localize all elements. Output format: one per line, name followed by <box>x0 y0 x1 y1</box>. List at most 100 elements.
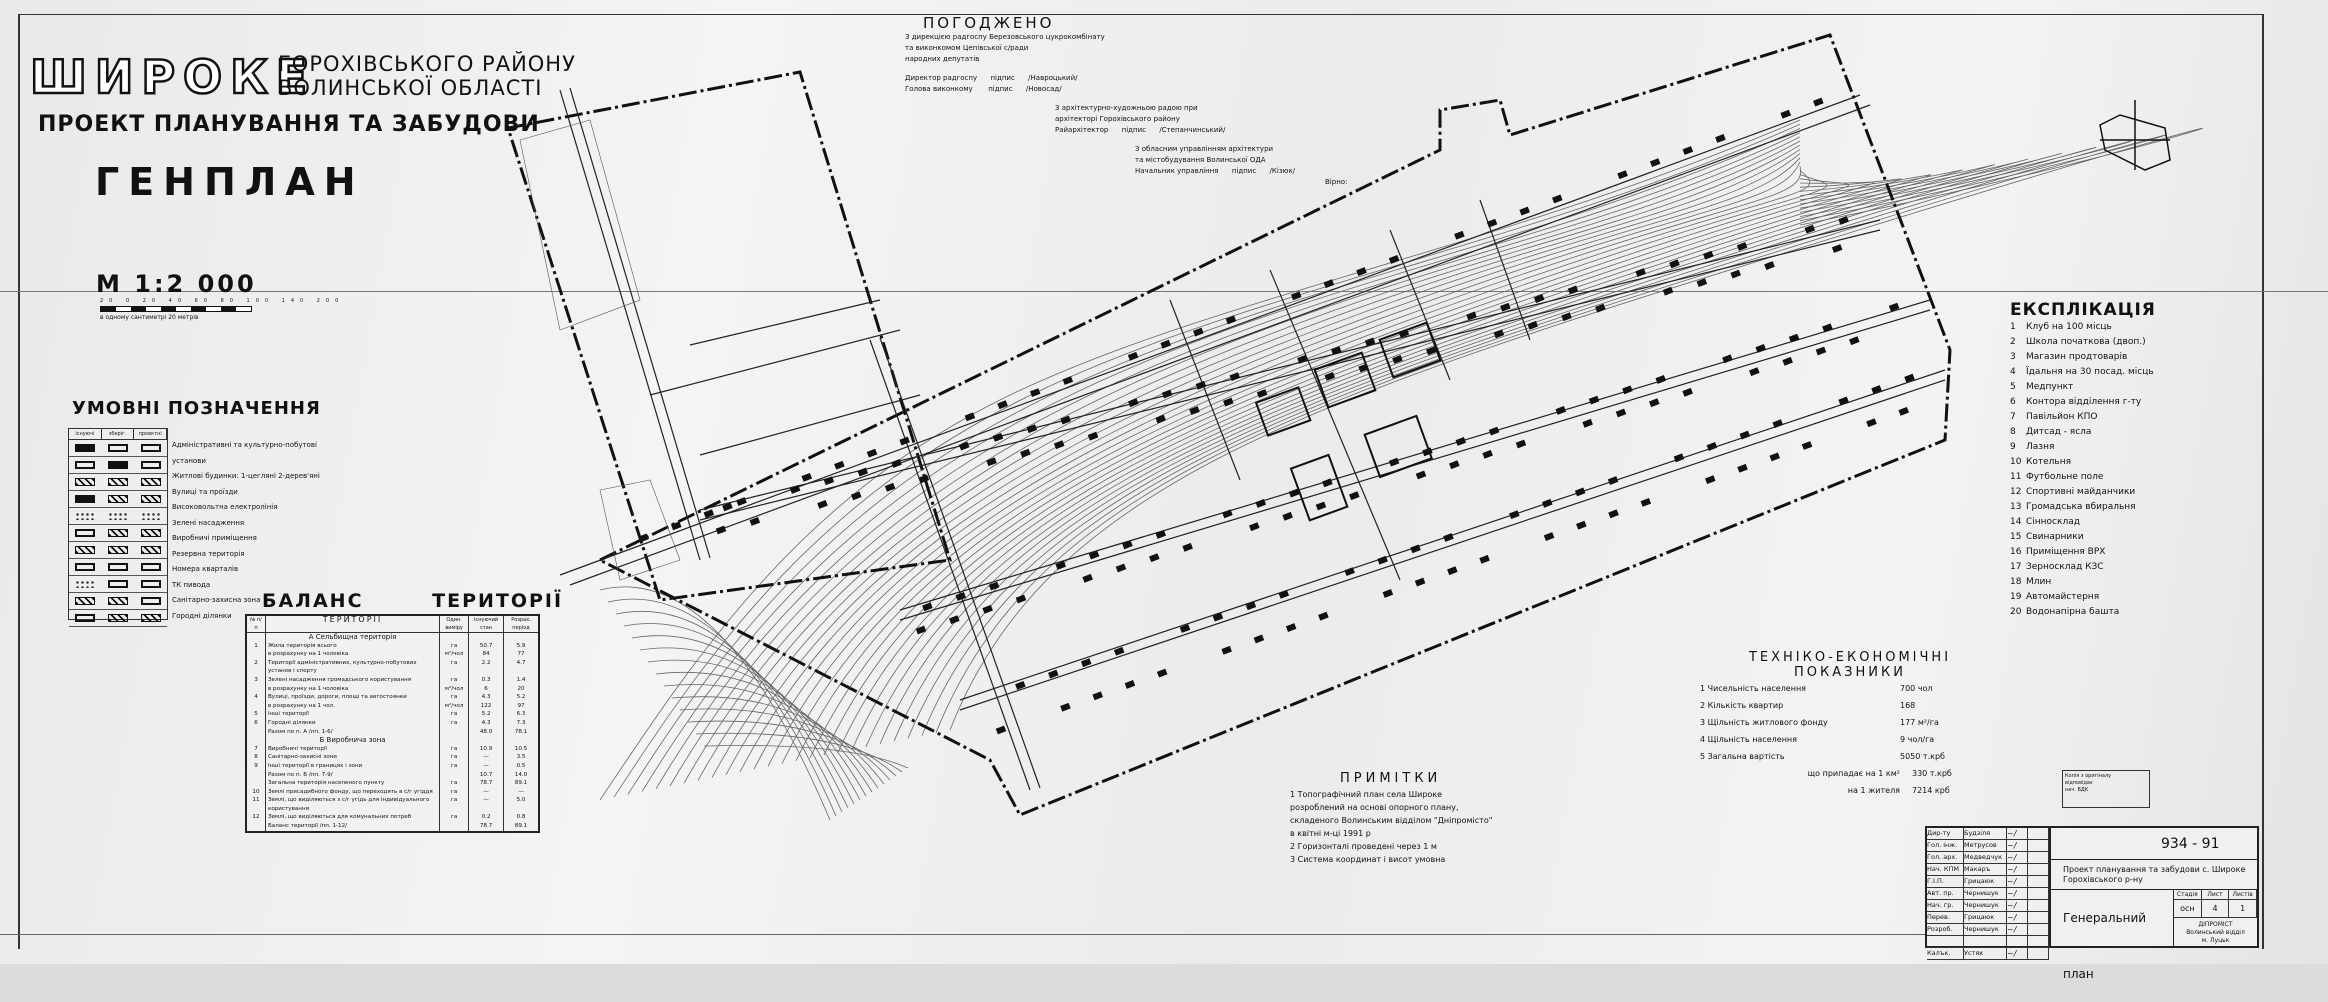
existing-value: 50.7 <box>468 641 505 651</box>
house <box>891 458 902 468</box>
approval-line: З архітектурно-художньою радою при <box>1055 104 1198 112</box>
district-line: ГОРОХІВСЬКОГО РАЙОНУ <box>278 52 576 76</box>
item-number: 19 <box>2010 592 2022 602</box>
house <box>1705 475 1716 485</box>
contour-line <box>613 123 1801 798</box>
hatched-area <box>519 119 681 581</box>
house <box>1060 702 1071 712</box>
notes-title: ПРИМІТКИ <box>1340 771 1442 786</box>
legend-symbol-icon <box>140 495 161 503</box>
unit <box>439 727 470 737</box>
item-number: 8 <box>2010 427 2016 437</box>
house <box>722 502 733 512</box>
projected-value: 6.3 <box>503 710 540 719</box>
col-projected: Розрах. період <box>503 615 540 633</box>
house <box>1669 259 1680 269</box>
legend-symbol-icon <box>107 546 128 554</box>
buildings <box>638 97 1915 735</box>
explication-title: ЕКСПЛІКАЦІЯ <box>2010 300 2156 320</box>
house <box>1567 285 1579 295</box>
staff-name: Грицаюк <box>1964 912 2007 923</box>
item-number: 7 <box>2010 412 2016 422</box>
house <box>1662 286 1674 296</box>
indicator-label: 5 Загальна вартість <box>1700 752 1785 761</box>
territory-name: Разом по п. Б /пп. 7-9/ <box>264 770 441 780</box>
house <box>1349 491 1360 501</box>
legend-row <box>69 474 167 491</box>
house <box>1730 269 1741 279</box>
contour-line <box>703 745 909 769</box>
house <box>1388 255 1400 264</box>
contour-lines <box>599 119 2203 821</box>
legend-symbol-icon <box>75 512 96 520</box>
house <box>1449 460 1460 470</box>
section-heading: Б Виробнича зона <box>264 736 441 745</box>
house <box>1127 351 1139 361</box>
house <box>1356 267 1367 276</box>
staff-role: Гол. арх. <box>1927 852 1964 863</box>
item-label: Дитсад - ясла <box>2026 427 2092 437</box>
house <box>1871 385 1882 394</box>
house <box>1898 406 1910 416</box>
legend-symbol-icon <box>75 444 96 452</box>
projected-value: 4.7 <box>503 658 540 676</box>
house <box>1087 431 1099 441</box>
territory-name: Землі присадибного фонду, що переходять … <box>264 787 441 797</box>
empty-cell <box>439 736 470 745</box>
legend-col-proposed: проектні <box>134 429 168 439</box>
col-existing: Існуючий стан <box>468 615 505 633</box>
house <box>986 457 997 467</box>
house <box>749 517 761 526</box>
house <box>1422 447 1433 457</box>
contour-line <box>753 166 1801 770</box>
indicator-value: 177 м²/га <box>1900 718 1939 727</box>
sheets-label: Листів <box>2229 890 2257 900</box>
legend-row <box>69 508 167 525</box>
legend-row <box>69 593 167 610</box>
house <box>1815 346 1827 356</box>
row-number: 4 <box>245 693 266 702</box>
signature <box>2007 936 2028 947</box>
house <box>1060 415 1071 425</box>
sheet-name: Генеральний план <box>2049 890 2174 981</box>
indicators-subtitle: ПОКАЗНИКИ <box>1794 665 1906 680</box>
existing-value: 4.3 <box>468 718 505 728</box>
house <box>1249 522 1260 532</box>
house <box>1801 441 1813 450</box>
staff-row: Гол. інж.Метрусов~/ <box>1927 840 2049 852</box>
house <box>1225 315 1237 325</box>
approval-title: ПОГОДЖЕНО <box>923 14 1055 32</box>
approval-line: З дирекцією радгоспу Березовського цукро… <box>905 33 1105 41</box>
staff-row: Перев.Грицаюк~/ <box>1927 912 2049 924</box>
house <box>670 521 682 531</box>
house <box>1195 380 1207 390</box>
house <box>866 448 878 458</box>
territory-name: в розрахунку на 1 чоловіка <box>264 650 441 659</box>
sheet-label: Лист <box>2201 890 2230 900</box>
house <box>1414 577 1426 587</box>
existing-value: — <box>468 796 505 814</box>
signature: ~/ <box>2007 852 2028 863</box>
projected-value: 3.5 <box>503 753 540 762</box>
signature: ~/ <box>2007 840 2028 851</box>
projected-value: 5.2 <box>503 693 540 702</box>
scale-ticks: 20 0 20 40 60 80 100 140 200 <box>100 298 345 304</box>
note-line: 2 Горизонталі проведені через 1 м <box>1290 842 1437 851</box>
house <box>1223 397 1234 407</box>
house <box>1736 242 1748 251</box>
item-label: Магазин продтоварів <box>2026 352 2128 362</box>
legend-symbol-icon <box>107 495 128 503</box>
scale-label: М 1:2 000 <box>96 270 257 298</box>
date-cell <box>2028 828 2049 839</box>
legend-col-existing: існуючі <box>69 429 102 439</box>
legend-label: Резервна територія <box>172 549 245 558</box>
item-number: 10 <box>2010 457 2022 467</box>
settlement-boundary <box>506 33 1952 817</box>
